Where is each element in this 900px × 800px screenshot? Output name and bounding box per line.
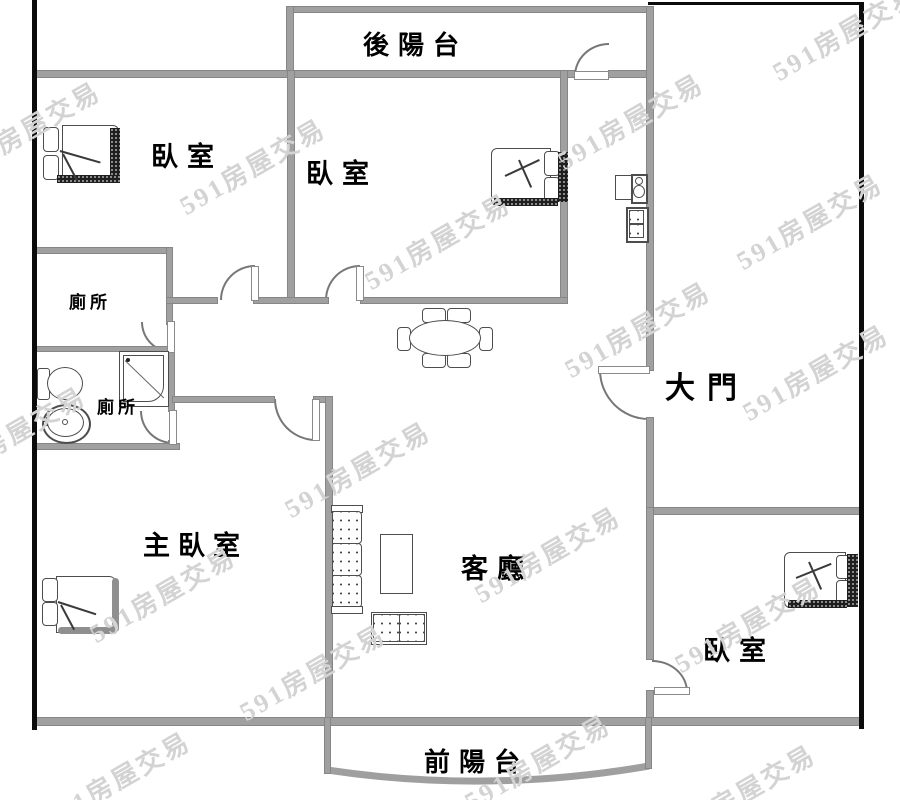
wall-top-right-seg xyxy=(608,70,654,78)
wall-toilet1-right xyxy=(166,247,173,325)
room-label-toilet-lower: 廁所 xyxy=(97,398,139,417)
bed-pillow xyxy=(43,127,59,152)
room-label-front-balcony: 前陽台 xyxy=(423,748,529,777)
sofa-2-seat-icon xyxy=(371,612,427,645)
wall-bedroom3-left-a xyxy=(646,507,654,660)
bedroom1-door-leaf xyxy=(251,266,259,301)
master-door-leaf xyxy=(312,399,320,441)
wall-front-balcony-right xyxy=(645,717,652,769)
bed-pillow xyxy=(42,602,58,626)
cabinet-unit xyxy=(629,210,644,224)
room-label-toilet-upper: 廁所 xyxy=(69,293,111,312)
sofa-cushion xyxy=(332,575,362,608)
sink-drain xyxy=(62,419,68,425)
wall-entry-upper xyxy=(646,6,654,371)
kitchen-counter-icon xyxy=(615,174,648,204)
dining-table-top xyxy=(409,320,481,356)
bed-frame xyxy=(58,627,117,634)
toilet2-door-leaf xyxy=(169,410,177,445)
double-bed-icon xyxy=(782,551,860,609)
double-bed-icon xyxy=(42,124,120,184)
wall-toilet2-right xyxy=(168,346,175,412)
balcony-door-leaf xyxy=(574,71,609,80)
room-label-bedroom-top-mid: 臥室 xyxy=(306,159,378,189)
wall-toilet1-bottom xyxy=(35,346,172,352)
room-label-back-balcony: 後陽台 xyxy=(362,31,468,60)
shower-head xyxy=(126,358,130,362)
bed-foot-hatch xyxy=(57,175,120,183)
shower-inner xyxy=(123,355,164,402)
toilet-icon xyxy=(37,364,85,402)
wall-bedroom3-top xyxy=(648,507,861,515)
wall-toilet1-top xyxy=(35,247,172,254)
wall-master-right xyxy=(325,396,333,722)
wall-bedroom3-left-b xyxy=(646,690,654,726)
bed-foot-hatch xyxy=(788,600,847,608)
toilet-bowl xyxy=(47,367,83,400)
bed-foot-hatch xyxy=(847,554,858,607)
dining-table-icon xyxy=(395,306,495,370)
sofa-cushion xyxy=(373,614,400,642)
double-bed-icon xyxy=(40,576,119,634)
wall-master-top-a xyxy=(172,396,275,403)
room-label-master-bedroom: 主臥室 xyxy=(143,531,248,561)
wall-balcony-top xyxy=(286,6,654,13)
wall-toilet2-bottom xyxy=(35,443,180,450)
room-label-bedroom-top-left: 臥室 xyxy=(151,142,223,172)
wall-balcony-left xyxy=(286,6,294,72)
wall-top xyxy=(35,70,575,78)
bed-pillow xyxy=(42,578,58,602)
wall-master-top-b xyxy=(313,396,333,403)
shower-stall-icon xyxy=(119,351,169,407)
dining-chair-icon xyxy=(479,327,493,351)
coffee-table-icon xyxy=(380,534,413,594)
main-door-leaf xyxy=(598,366,650,374)
double-bed-icon xyxy=(489,147,568,207)
kitchen-cabinet-icon xyxy=(626,207,649,243)
outer-wall-left xyxy=(32,0,37,730)
room-label-living-room: 客廳 xyxy=(461,554,533,584)
wall-corridor-a xyxy=(166,297,218,304)
stove-burner xyxy=(633,185,645,198)
sofa-3-seat-icon xyxy=(329,505,363,614)
stove-burner xyxy=(635,177,643,185)
bed-foot-hatch xyxy=(558,152,568,202)
wall-bottom xyxy=(35,717,861,726)
room-label-main-door: 大門 xyxy=(665,372,749,405)
toilet1-door-leaf xyxy=(167,321,175,353)
bed-foot-hatch xyxy=(494,198,558,206)
sink-faucet xyxy=(46,417,48,426)
bed-pillow xyxy=(43,155,59,180)
wall-entry-lower xyxy=(646,417,654,514)
bed-foot-hatch xyxy=(110,128,120,178)
sink-icon xyxy=(42,404,91,444)
sofa-armrest xyxy=(331,606,363,614)
outer-wall-top-right xyxy=(648,2,861,5)
bedroom3-door-leaf xyxy=(654,687,690,695)
room-label-bedroom-bottom-right: 臥室 xyxy=(703,636,775,666)
wall-bedroom-divider xyxy=(287,70,295,304)
wall-front-balcony-left xyxy=(324,717,331,774)
bed-mattress xyxy=(491,148,551,206)
sofa-cushion xyxy=(332,543,362,576)
wall-corridor-b xyxy=(253,297,329,304)
wall-corridor-c xyxy=(360,297,568,304)
outer-wall-right xyxy=(859,2,864,729)
bed-frame xyxy=(112,578,119,632)
cabinet-unit xyxy=(629,224,644,238)
sofa-cushion xyxy=(332,511,362,544)
bedroom2-door-leaf xyxy=(356,266,364,301)
sofa-cushion xyxy=(399,614,425,642)
